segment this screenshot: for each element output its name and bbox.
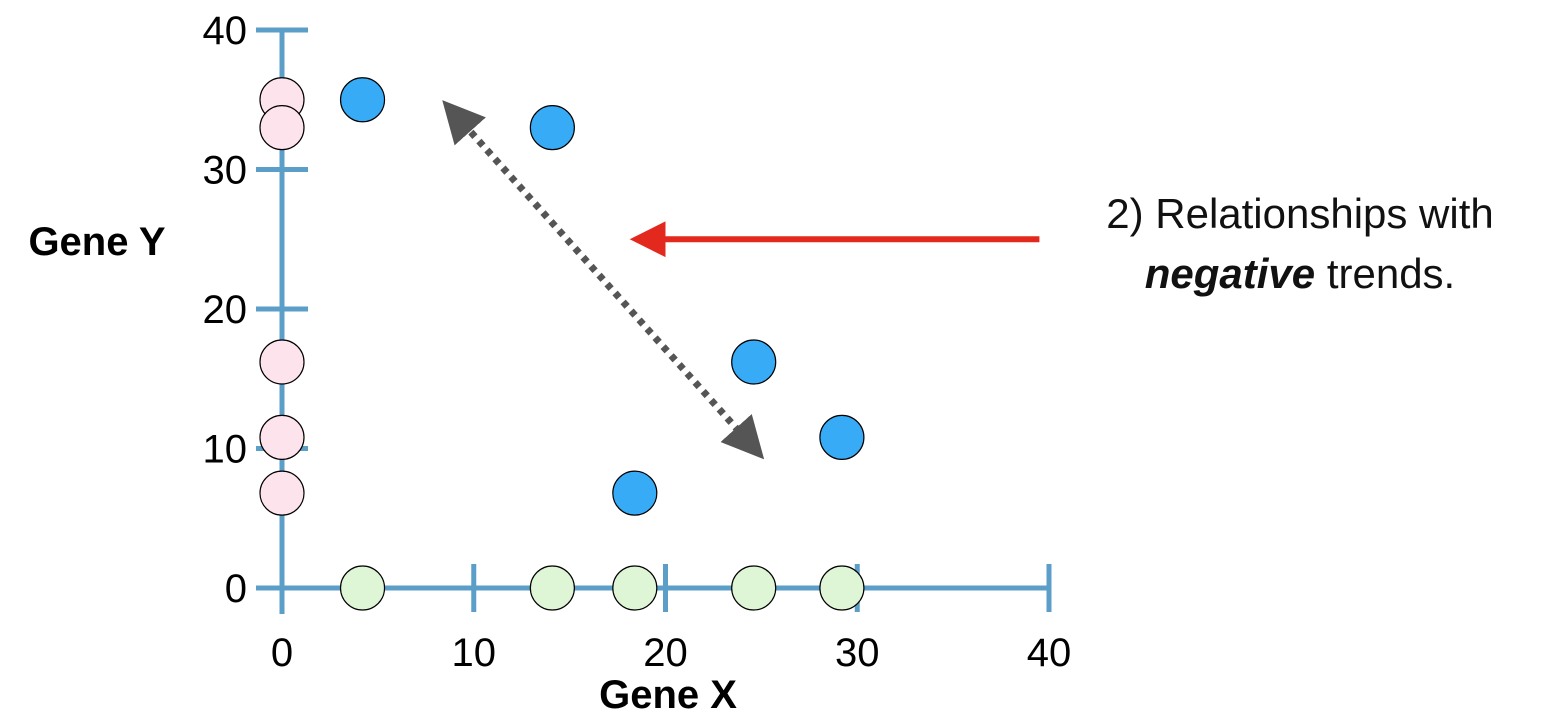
- annotation-line-2-rest: trends.: [1315, 250, 1456, 297]
- data-point: [612, 470, 658, 516]
- data-point: [819, 414, 865, 460]
- data-point: [731, 565, 777, 611]
- x-tick-label: 10: [452, 631, 497, 675]
- y-tick-label: 10: [203, 428, 248, 472]
- annotation-text: 2) Relationships with negative trends.: [1055, 184, 1542, 304]
- arrows: [442, 100, 1040, 460]
- y-tick-label: 20: [203, 288, 248, 332]
- y-axis-label: Gene Y: [28, 220, 165, 264]
- data-point: [339, 77, 386, 123]
- data-point: [259, 414, 305, 460]
- data-point: [259, 339, 305, 385]
- data-point: [612, 565, 658, 611]
- y-tick-label: 0: [225, 567, 247, 611]
- negative-trend-arrow: [442, 100, 765, 460]
- annotation-line-2: negative trends.: [1055, 244, 1542, 304]
- x-tick-label: 20: [643, 631, 688, 675]
- x-tick-label: 30: [835, 631, 880, 675]
- data-points: [259, 77, 865, 611]
- data-point: [529, 565, 575, 611]
- y-tick-label: 30: [203, 149, 248, 193]
- data-point: [529, 105, 575, 151]
- y-tick-label: 40: [203, 9, 248, 53]
- data-point: [731, 339, 777, 385]
- x-tick-label: 0: [271, 631, 293, 675]
- annotation-line-1: 2) Relationships with: [1106, 190, 1494, 237]
- data-point: [819, 565, 865, 611]
- annotation-emphasis: negative: [1144, 250, 1316, 297]
- data-point: [259, 105, 305, 151]
- x-axis-label: Gene X: [599, 673, 737, 717]
- x-tick-label: 40: [1027, 631, 1072, 675]
- data-point: [259, 470, 305, 516]
- data-point: [339, 565, 386, 611]
- tick-labels: 0 10 20 30 40 0 10 20 30 40: [203, 9, 1072, 675]
